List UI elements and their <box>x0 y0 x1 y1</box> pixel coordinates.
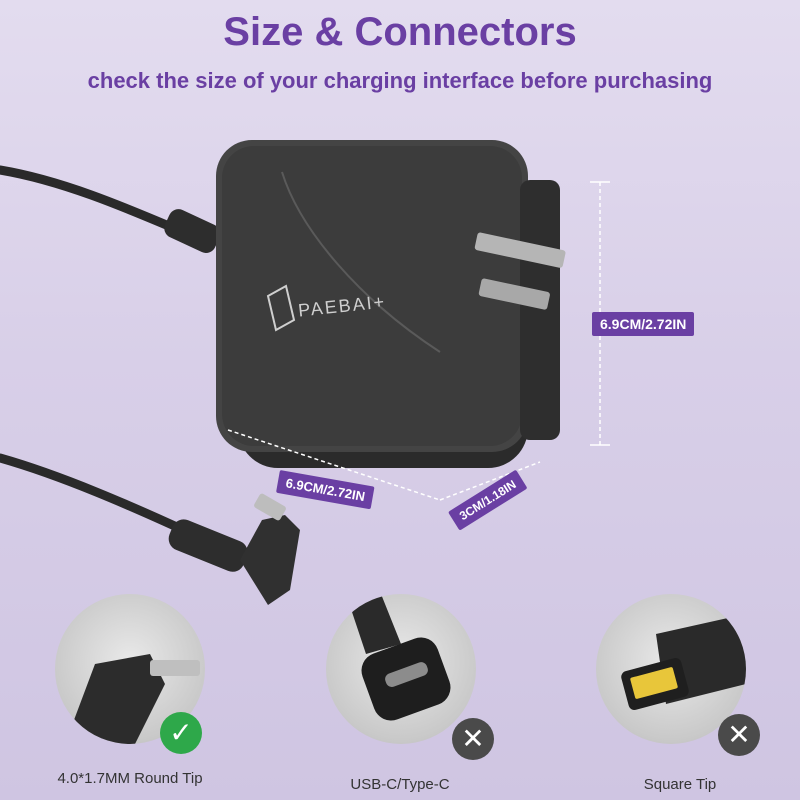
barrel-plug-body <box>240 515 300 605</box>
usb-c-tip-image <box>326 594 476 744</box>
check-icon: ✓ <box>160 712 202 754</box>
height-dimension-label: 6.9CM/2.72IN <box>592 312 695 336</box>
cross-icon: ✕ <box>718 714 760 756</box>
connector-label: Square Tip <box>643 776 717 793</box>
adapter-body <box>216 140 560 468</box>
cross-icon: ✕ <box>452 718 494 760</box>
connector-label: 4.0*1.7MM Round Tip <box>57 770 203 787</box>
plug-prongs <box>474 232 566 310</box>
strain-relief-lower <box>168 519 248 572</box>
width-dimension-line <box>227 429 441 501</box>
page-title: Size & Connectors <box>223 10 577 54</box>
brand-logo-icon <box>266 284 296 332</box>
strain-relief-upper <box>164 209 221 253</box>
connector-label: USB-C/Type-C <box>350 776 450 793</box>
power-cable-upper <box>0 165 195 240</box>
page-subtitle: check the size of your charging interfac… <box>87 68 713 93</box>
barrel-plug-tip <box>254 493 286 521</box>
square-tip-image <box>596 594 746 744</box>
depth-dimension-line <box>439 461 541 501</box>
